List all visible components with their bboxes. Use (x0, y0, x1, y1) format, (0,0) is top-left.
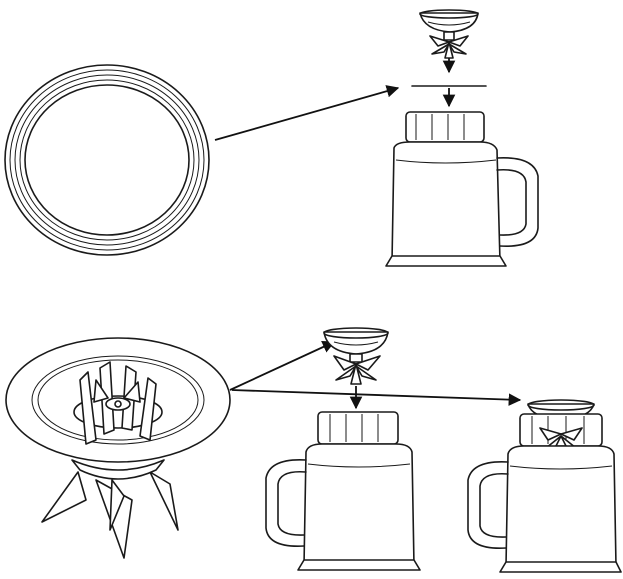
right-blender-jar (467, 413, 622, 573)
middle-blender-jar (265, 411, 421, 571)
arrows-bottom (229, 341, 522, 406)
sealing-ring (4, 64, 210, 256)
top-arrows-down (411, 58, 487, 108)
top-blade-assembly (419, 9, 479, 59)
top-blender-jar (385, 111, 539, 267)
middle-blade-assembly (323, 327, 389, 385)
arrow-ring-to-jar (214, 85, 400, 141)
blade-assembly-large (5, 337, 231, 559)
